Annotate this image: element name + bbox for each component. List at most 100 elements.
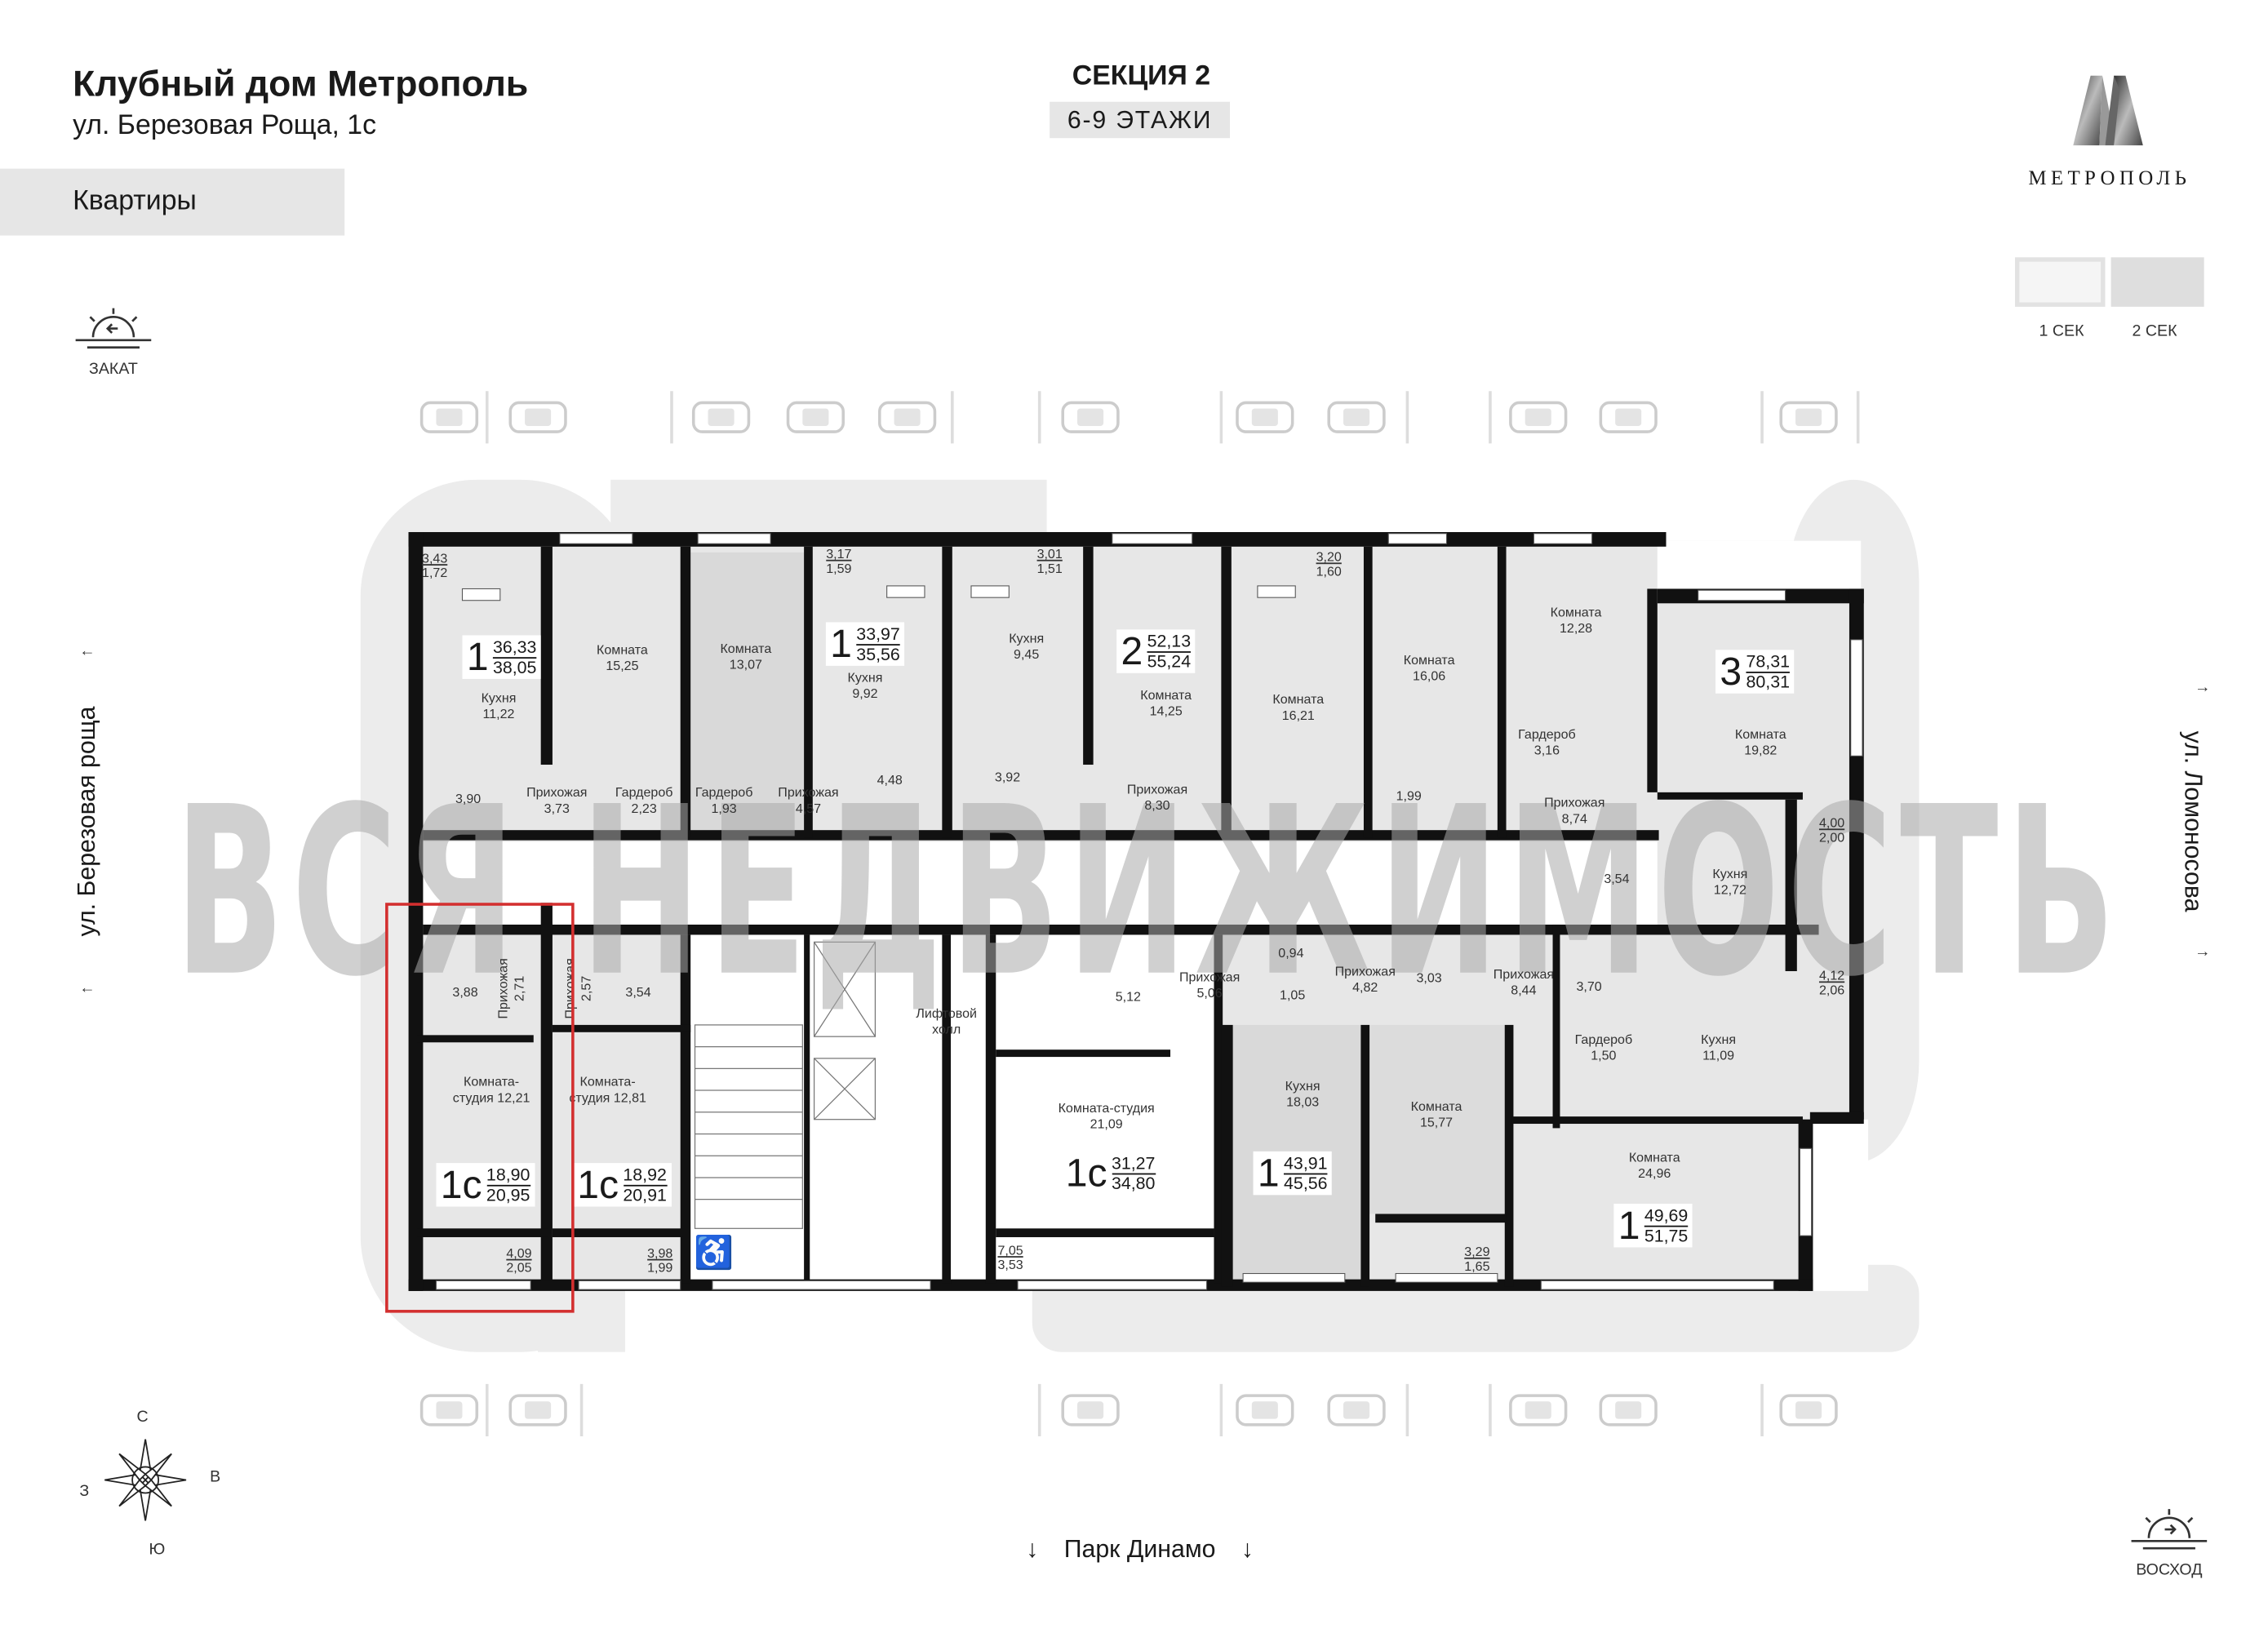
- parked-car-icon: [508, 1394, 567, 1427]
- parked-car-icon: [1236, 401, 1294, 433]
- room-area: 11,22: [482, 706, 515, 721]
- room-name: Комната: [1272, 691, 1325, 707]
- selected-apartment-highlight[interactable]: [385, 903, 575, 1313]
- apartment-total-area: 20,95: [486, 1183, 530, 1205]
- room-area: 18,03: [1286, 1094, 1320, 1110]
- room-name: Кухня: [481, 690, 517, 705]
- room-area: студия 12,21: [452, 1090, 530, 1105]
- arrow-down-icon: ↓: [1026, 1535, 1039, 1564]
- balcony-area: 4,00: [1818, 815, 1845, 831]
- bathroom-area: 3,03: [1417, 970, 1442, 987]
- apartment-living-area: 43,91: [1284, 1152, 1328, 1174]
- bathroom-area: 1,05: [1280, 987, 1305, 1004]
- bathroom-area: 5,12: [1116, 989, 1141, 1005]
- bathroom-area: 3,54: [1604, 872, 1629, 888]
- apartment-rooms: 1с: [440, 1162, 482, 1206]
- parked-car-icon: [1327, 1394, 1386, 1427]
- apartment-rooms: 1с: [1065, 1150, 1107, 1195]
- apartment-total-area: 35,56: [856, 643, 900, 664]
- apartment-rooms: 1: [1257, 1150, 1280, 1195]
- balcony-area: 3,98: [647, 1245, 673, 1261]
- room-name: Прихожая: [526, 784, 588, 800]
- room-name: Кухня: [1712, 866, 1748, 881]
- balcony-reduced-area: 2,06: [1818, 983, 1845, 998]
- room-name: Комната-: [464, 1074, 520, 1089]
- bathroom-area: 3,70: [1576, 979, 1601, 996]
- room-name: Комната-: [579, 1074, 636, 1089]
- bathroom-area-value: 3,70: [1576, 978, 1602, 994]
- room-area: 1,50: [1591, 1048, 1617, 1063]
- bathroom-area-value: 0,94: [1278, 945, 1304, 961]
- room-area: 8,30: [1144, 797, 1170, 813]
- room-area: 3,16: [1533, 743, 1560, 758]
- legend-label-sec2: 2 СЕК: [2132, 322, 2177, 340]
- stairs: [694, 941, 877, 1229]
- park-label: Парк Динамо: [1063, 1535, 1216, 1564]
- room-area: 16,06: [1413, 668, 1446, 684]
- room-name: Комната: [720, 641, 772, 656]
- arrow-right-icon: →: [2195, 678, 2211, 697]
- bathroom-area-value: 3,92: [994, 770, 1021, 785]
- room-area: холл: [932, 1022, 961, 1037]
- balcony-area: 4,12: [1818, 968, 1845, 983]
- room-area: 15,77: [1419, 1115, 1454, 1130]
- room-area: 8,44: [1511, 983, 1537, 998]
- apartment-total-area: 80,31: [1746, 671, 1791, 692]
- parked-car-icon: [691, 401, 751, 433]
- bathroom-area-value: 1,05: [1280, 987, 1306, 1003]
- bathroom-area-value: 5,12: [1115, 989, 1141, 1005]
- room-area: 9,45: [1014, 646, 1040, 662]
- room-area: 8,74: [1561, 811, 1587, 826]
- room-name: Комната: [1734, 726, 1786, 742]
- room-name: Прихожая: [1493, 966, 1555, 982]
- balcony-reduced-area: 1,60: [1316, 564, 1342, 579]
- bathroom-area-value: 3,90: [455, 791, 482, 806]
- balcony-reduced-area: 2,00: [1818, 830, 1845, 845]
- room-area: 2,23: [631, 801, 657, 816]
- legend-label-sec1: 1 СЕК: [2039, 322, 2084, 340]
- room-area: 2,57: [579, 975, 593, 1001]
- compass-north: С: [136, 1409, 149, 1427]
- arrow-left-icon: ←: [79, 642, 95, 660]
- tab-apartments[interactable]: Квартиры: [0, 168, 345, 236]
- parked-car-icon: [1599, 401, 1658, 433]
- room-name: Кухня: [1009, 631, 1045, 646]
- room-area: 19,82: [1744, 743, 1778, 758]
- room-area: студия 12,81: [569, 1090, 646, 1105]
- apartment-living-area: 18,90: [486, 1164, 530, 1186]
- compass-east: В: [210, 1468, 221, 1486]
- balcony-area: 3,17: [826, 546, 852, 561]
- bathroom-area: 4,48: [877, 773, 903, 789]
- parked-car-icon: [1061, 1394, 1120, 1427]
- room-name: Кухня: [1701, 1032, 1737, 1047]
- balcony-reduced-area: 1,59: [826, 561, 852, 576]
- section-title: СЕКЦИЯ 2: [1072, 60, 1211, 92]
- parked-car-icon: [1327, 401, 1386, 433]
- apartment-living-area: 33,97: [856, 623, 900, 646]
- room-name: Прихожая: [1178, 970, 1241, 985]
